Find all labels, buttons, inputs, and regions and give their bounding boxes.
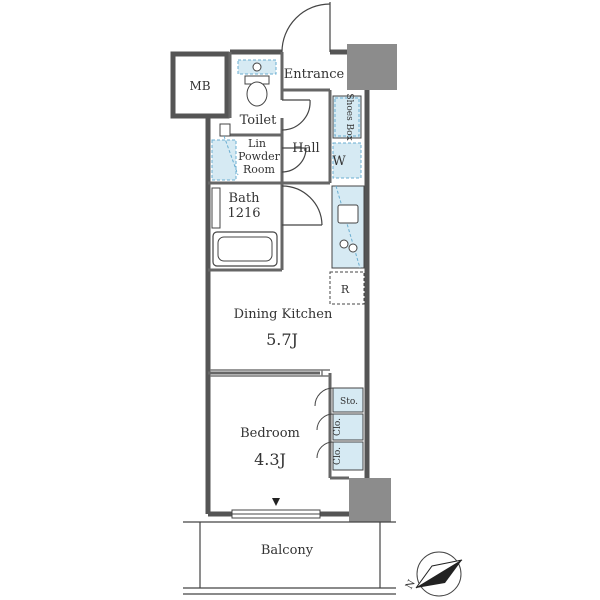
label-powder-line1: Powder [238,150,281,163]
shoes-box-inner [334,97,360,137]
toilet-door[interactable] [281,99,311,131]
toilet-sink-bowl-icon [252,62,262,72]
toilet-bowl-icon [246,81,268,107]
label-sto: Sto. [340,397,358,407]
shoes-box [332,95,362,139]
label-lin: Lin [248,137,266,150]
balcony-area [183,521,396,595]
powder-vanity [211,139,237,181]
powder-dashed-line [223,135,239,176]
label-shoes-box: Shoes Box [344,93,354,140]
sliding-door [210,369,330,377]
entrance-door[interactable] [281,2,331,53]
label-clo-1: Clo. [333,418,343,436]
stove-burner-icon-1 [339,239,349,249]
label-toilet: Toilet [240,113,277,128]
label-powder-line2: Room [243,163,276,176]
column-bottom-right [349,478,391,522]
window-marker-icon [272,498,280,506]
label-entrance: Entrance [284,67,345,82]
label-bath-size: 1216 [227,206,260,221]
bath-wall-panel [211,187,221,229]
stove-burner-icon-2 [348,243,358,253]
closet-doors [314,387,334,459]
closet-clo-1 [332,413,364,441]
linen-shelf [219,123,231,137]
mb-room [170,51,230,119]
label-bedroom-size: 4.3J [254,450,286,469]
label-bath: Bath [229,191,261,206]
label-balcony: Balcony [261,543,314,558]
label-clo-2: Clo. [333,447,343,465]
compass-north-label: N [404,578,418,591]
storage-sto [332,387,364,413]
column-top-right [347,44,397,90]
kitchen-sink [337,204,359,224]
label-dining-kitchen-size: 5.7J [266,330,298,349]
label-mb: MB [189,79,210,93]
washer-space [332,142,362,179]
label-w: W [332,154,346,169]
label-hall: Hall [292,141,319,156]
powder-room-door[interactable] [281,147,307,173]
counter-dashed [335,185,361,269]
label-dining-kitchen: Dining Kitchen [234,307,333,322]
label-bedroom: Bedroom [240,426,300,441]
label-r: R [341,283,350,296]
compass-icon [415,551,463,597]
refrigerator-space [329,271,365,305]
closet-clo-2 [332,441,364,471]
bathtub-inner [217,236,273,262]
kitchen-door[interactable] [281,185,323,226]
interior-walls [208,52,349,480]
